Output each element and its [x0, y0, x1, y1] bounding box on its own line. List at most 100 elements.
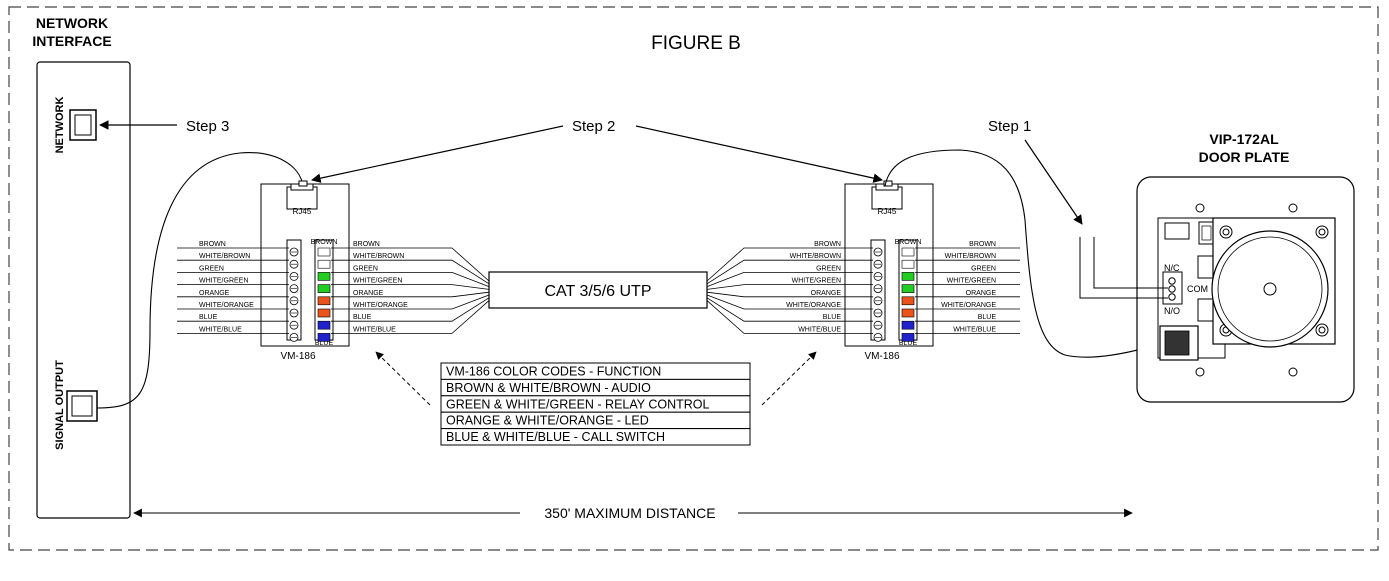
doorplate-title-line2: DOOR PLATE [1199, 149, 1290, 165]
color-code-row-text: BLUE & WHITE/BLUE - CALL SWITCH [446, 430, 665, 444]
wire-label-right-outer: WHITE/GREEN [947, 278, 996, 285]
wire-terminal-7 [901, 333, 915, 342]
step1-label: Step 1 [988, 118, 1031, 135]
wire-label-left-inner: BROWN [353, 241, 380, 248]
table-arrow-right [761, 351, 817, 406]
wire-label-right-inner: BROWN [814, 241, 841, 248]
relay-wire-2 [1093, 237, 1168, 289]
wire-right-inner [706, 297, 873, 322]
module-to-doorplate-cable [884, 149, 1164, 358]
wire-label-left-outer: GREEN [199, 265, 224, 272]
wire-terminal-7 [317, 333, 331, 342]
wire-label-right-inner: GREEN [816, 265, 841, 272]
wire-label-left-inner: WHITE/GREEN [353, 278, 402, 285]
color-code-table: VM-186 COLOR CODES - FUNCTION BROWN & WHI… [440, 362, 751, 446]
step3-label: Step 3 [186, 118, 229, 135]
doorplate-nc-label: N/C [1164, 263, 1180, 273]
signal-output-port-icon [66, 390, 98, 422]
wire-right-inner [706, 272, 873, 287]
wire-right-inner [706, 259, 873, 285]
doorplate-title-line1: VIP-172AL [1209, 131, 1279, 147]
color-code-row-text: VM-186 COLOR CODES - FUNCTION [446, 365, 661, 379]
vm186-left-name: VM-186 [280, 351, 315, 362]
wire-label-left-outer: WHITE/BLUE [199, 326, 242, 333]
wire-label-left-outer: BROWN [199, 241, 226, 248]
signal-to-module-cable [96, 152, 304, 409]
step1-arrow [1024, 139, 1083, 225]
step2-arrow-right [635, 125, 883, 183]
wire-label-right-outer: BLUE [978, 314, 997, 321]
wire-left-inner [331, 284, 490, 290]
wire-terminal-6 [901, 320, 915, 330]
wire-label-right-outer: GREEN [971, 265, 996, 272]
wire-label-left-outer: WHITE/ORANGE [199, 302, 254, 309]
network-interface-title-line1: NETWORK [36, 15, 108, 31]
wire-terminal-3 [901, 284, 915, 293]
cable-box [488, 271, 708, 309]
vm186-right-name: VM-186 [864, 351, 899, 362]
wire-label-left-outer: BLUE [199, 314, 218, 321]
relay-wire-1 [1079, 237, 1168, 299]
wire-label-left-inner: GREEN [353, 265, 378, 272]
wire-label-right-inner: BLUE [823, 314, 842, 321]
wire-label-left-inner: WHITE/ORANGE [353, 302, 408, 309]
wire-left-inner [331, 300, 490, 334]
distance-label: 350' MAXIMUM DISTANCE [544, 505, 715, 521]
vm186-left-terminals [289, 247, 331, 342]
wire-label-right-inner: WHITE/BROWN [790, 253, 841, 260]
color-code-row-text: BROWN & WHITE/BROWN - AUDIO [446, 381, 651, 395]
wire-label-left-inner: BLUE [353, 314, 372, 321]
doorplate-com-label: COM [1187, 284, 1208, 294]
wire-label-right-outer: WHITE/BROWN [945, 253, 996, 260]
wire-terminal-0 [901, 247, 915, 257]
wire-left-inner [331, 259, 490, 285]
wire-terminal-5 [901, 308, 915, 318]
wire-terminal-5 [317, 308, 331, 318]
wire-terminal-2 [317, 272, 331, 281]
wire-left-inner [331, 294, 490, 310]
wire-label-right-inner: WHITE/GREEN [792, 278, 841, 285]
wire-terminal-6 [317, 320, 331, 330]
signal-output-label: SIGNAL OUTPUT [54, 360, 66, 450]
vm186-right-bottom-pin-label: BLUE [899, 340, 918, 347]
wire-label-right-outer: WHITE/BLUE [953, 326, 996, 333]
step2-arrow-left [311, 125, 564, 183]
wire-left-inner [331, 272, 490, 287]
table-arrow-left [375, 351, 431, 406]
network-interface-title-line2: INTERFACE [32, 33, 111, 49]
vm186-right-top-pin-label: BROWN [895, 239, 922, 246]
wire-terminal-2 [901, 272, 915, 281]
wire-label-right-outer: ORANGE [966, 290, 997, 297]
cable-label: CAT 3/5/6 UTP [545, 283, 652, 300]
wire-bundle: BROWN BROWN BROWN BROWN WHITE/BROWN WHITE/BRO… [177, 241, 1020, 334]
wire-label-left-outer: ORANGE [199, 290, 230, 297]
wire-label-left-inner: ORANGE [353, 290, 384, 297]
wire-right-inner [706, 294, 873, 310]
color-code-row [440, 428, 751, 446]
wire-label-right-inner: WHITE/ORANGE [786, 302, 841, 309]
wire-left-inner [331, 297, 490, 322]
figure-border [8, 6, 1379, 551]
color-code-row-text: ORANGE & WHITE/ORANGE - LED [446, 414, 649, 428]
wire-label-right-inner: WHITE/BLUE [798, 326, 841, 333]
wire-terminal-1 [317, 259, 331, 269]
doorplate-no-label: N/O [1164, 306, 1180, 316]
doorplate-body [1136, 176, 1355, 403]
wire-label-left-outer: WHITE/GREEN [199, 278, 248, 285]
wire-terminal-3 [317, 284, 331, 293]
wire-left-inner [331, 291, 490, 298]
wire-label-right-inner: ORANGE [811, 290, 842, 297]
wire-terminal-1 [901, 259, 915, 269]
network-port-icon [69, 109, 97, 141]
wire-terminal-4 [901, 296, 915, 306]
wire-right-inner [706, 247, 873, 282]
wire-left-inner [331, 247, 490, 282]
wire-label-left-outer: WHITE/BROWN [199, 253, 250, 260]
vm186-left-bottom-pin-label: BLUE [315, 340, 334, 347]
vm186-right-rj45-label: RJ45 [878, 207, 897, 216]
vm186-left-top-pin-label: BROWN [311, 239, 338, 246]
wire-terminal-4 [317, 296, 331, 306]
wire-label-left-inner: WHITE/BROWN [353, 253, 404, 260]
wire-label-right-outer: BROWN [969, 241, 996, 248]
